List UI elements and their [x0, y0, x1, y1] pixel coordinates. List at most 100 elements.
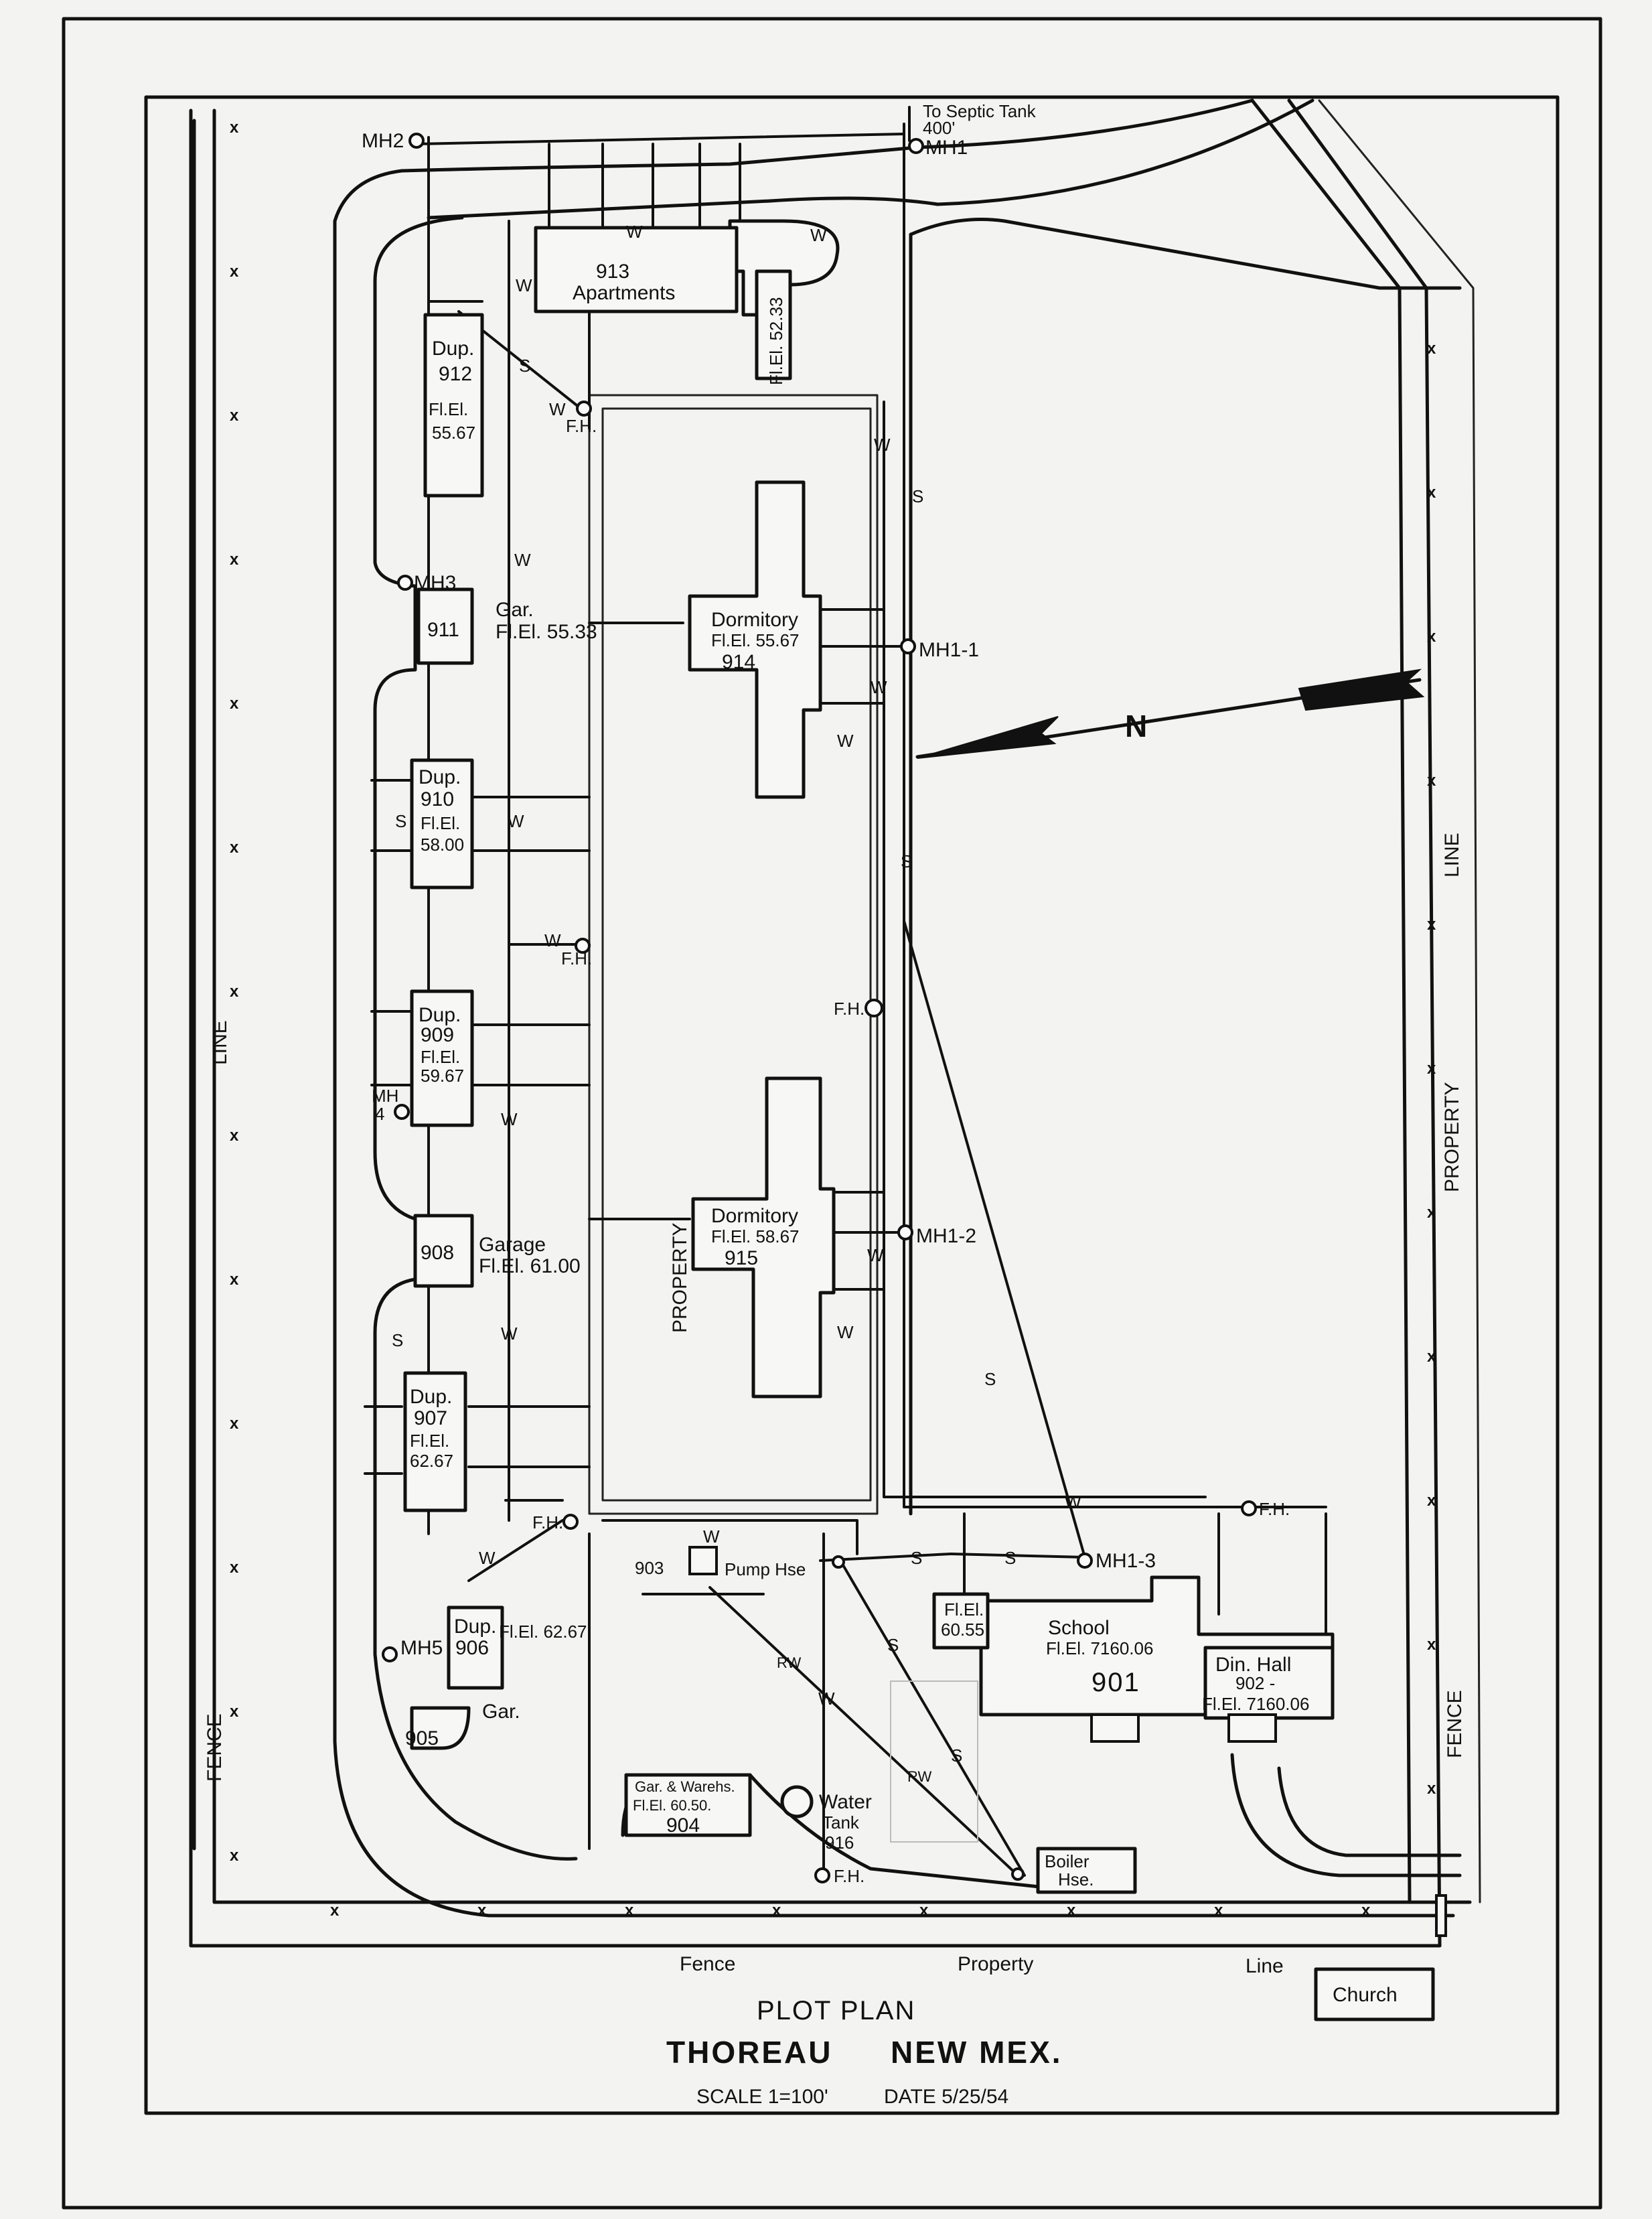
- manholes: [382, 133, 1093, 1662]
- fence-x-marker: x: [230, 1559, 239, 1577]
- north-arrow: N: [915, 668, 1425, 759]
- label-912-number: 912: [439, 363, 472, 385]
- school-porch: [1090, 1713, 1140, 1743]
- label-906-type: Dup.: [454, 1616, 496, 1638]
- east-water-main: [883, 401, 1207, 1498]
- line-code-w-12: W: [871, 677, 887, 697]
- label-909-elev-label: Fl.El.: [421, 1047, 460, 1067]
- label-902-name: Din. Hall: [1215, 1654, 1291, 1676]
- label-907-type: Dup.: [410, 1386, 452, 1408]
- garage-905: [410, 1706, 471, 1750]
- label-909-type: Dup.: [419, 1004, 461, 1026]
- label-916-name2: Tank: [822, 1812, 860, 1833]
- gate-post: [1435, 1894, 1447, 1937]
- label-913-number: 913: [596, 261, 629, 283]
- fire-hydrant-1: [576, 401, 592, 417]
- fence-x-marker: x: [230, 263, 239, 281]
- line-code-w-13: W: [837, 731, 854, 751]
- label-mh2: MH2: [362, 130, 404, 152]
- boiler-node: [1011, 1867, 1025, 1881]
- roads: [192, 98, 1462, 1918]
- label-910-type: Dup.: [419, 766, 461, 788]
- buildings: [403, 219, 1447, 2021]
- label-mh3: MH3: [414, 572, 456, 594]
- label-910-number: 910: [421, 788, 454, 810]
- line-code-w-7: W: [544, 930, 561, 950]
- line-code-s-9: S: [395, 811, 406, 831]
- duplex-907: [403, 1371, 467, 1512]
- label-916-name: Water: [819, 1791, 872, 1813]
- line-code-s-5: S: [911, 1548, 922, 1568]
- dup907-laterals: [467, 1405, 591, 1468]
- label-911-number: 911: [427, 619, 459, 641]
- line-code-w-18: W: [818, 1689, 835, 1709]
- church: [1314, 1967, 1435, 2021]
- fire-hydrants: [562, 401, 1257, 1883]
- fence-x-marker: x: [1427, 916, 1436, 934]
- outer-road-edge: [333, 169, 1455, 1918]
- east-main: [903, 123, 1327, 1508]
- north-arrow-tail: [1298, 668, 1425, 711]
- label-901-number: 901: [1092, 1668, 1140, 1697]
- label-913-elev: Fl.El. 52.33: [766, 297, 786, 385]
- label-908-number: 908: [421, 1242, 454, 1264]
- location-town: THOREAU: [666, 2035, 832, 2070]
- duplex-910: [410, 758, 474, 889]
- title-block: PLOT PLAN THOREAU NEW MEX. SCALE 1=100' …: [666, 1996, 1063, 2108]
- fire-hydrant-4: [562, 1514, 579, 1530]
- label-left-line: LINE: [209, 1020, 231, 1065]
- left-bottom-property-line: [212, 109, 1472, 1904]
- sewer-to-mh13-b: [950, 1553, 1086, 1559]
- label-right-line: LINE: [1441, 833, 1463, 877]
- label-mh1: MH1: [925, 137, 968, 159]
- apartments-913-wing: [755, 269, 792, 380]
- label-911-elev: Fl.El. 55.33: [496, 621, 597, 643]
- north-road-top: [400, 98, 1254, 173]
- label-907-elev-value: 62.67: [410, 1451, 453, 1471]
- fence-x-marker: x: [230, 407, 239, 425]
- label-bottom-line: Line: [1246, 1955, 1284, 1977]
- garage-908: [413, 1214, 474, 1288]
- label-fh-1: F.H.: [566, 416, 597, 436]
- fence-x-marker: x: [230, 1703, 239, 1721]
- line-code-w-15: W: [837, 1322, 854, 1342]
- label-916-number: 916: [825, 1833, 854, 1853]
- label-right-property: PROPERTY: [1441, 1082, 1463, 1193]
- sheet-border: [62, 17, 1602, 2210]
- dining-porch: [1227, 1713, 1277, 1743]
- label-fh-3: F.H.: [834, 999, 865, 1019]
- southeast-road-inner: [1277, 1766, 1462, 1857]
- dormitory-914: [688, 480, 822, 799]
- fence-x-marker: x: [330, 1902, 340, 1920]
- manhole-mh4: [394, 1104, 410, 1120]
- fence-x-marker: x: [230, 983, 239, 1001]
- fence-x-marker: x: [1427, 340, 1436, 358]
- label-904-name: Gar. & Warehs.: [635, 1778, 735, 1795]
- line-code-w-16: W: [1065, 1492, 1081, 1512]
- inner-road-edge: [373, 216, 578, 1861]
- manhole-mh1-1: [900, 638, 916, 654]
- manhole-mh1-3: [1077, 1553, 1093, 1569]
- duplex-906: [447, 1605, 504, 1690]
- fence-x-marker: x: [230, 551, 239, 569]
- labels: To Septic Tank 400' MH2 MH1 MH3 MH 4 MH5…: [204, 101, 1466, 2006]
- septic-note: To Septic Tank: [923, 101, 1037, 121]
- label-912-elev-value: 55.67: [432, 423, 475, 443]
- location-state: NEW MEX.: [891, 2035, 1063, 2070]
- label-mh1-3: MH1-3: [1096, 1550, 1156, 1572]
- label-left-property: PROPERTY: [669, 1223, 691, 1334]
- label-907-elev-label: Fl.El.: [410, 1431, 449, 1451]
- line-code-w-6: W: [508, 811, 524, 831]
- line-code-w-17: W: [703, 1526, 720, 1547]
- label-904-elev: Fl.El. 60.50.: [633, 1797, 711, 1814]
- label-906-elev: Fl.El. 62.67: [499, 1622, 587, 1642]
- fire-hydrant-3: [865, 999, 883, 1017]
- label-915-name: Dormitory: [711, 1205, 798, 1227]
- outer-property-line: [189, 109, 1442, 1948]
- label-boiler-name: Boiler: [1045, 1851, 1090, 1871]
- line-code-s-7: S: [887, 1635, 899, 1655]
- fence-x-marker: x: [1427, 484, 1436, 502]
- pump-house-903: [688, 1546, 718, 1575]
- fence-x-marker: x: [230, 1415, 239, 1433]
